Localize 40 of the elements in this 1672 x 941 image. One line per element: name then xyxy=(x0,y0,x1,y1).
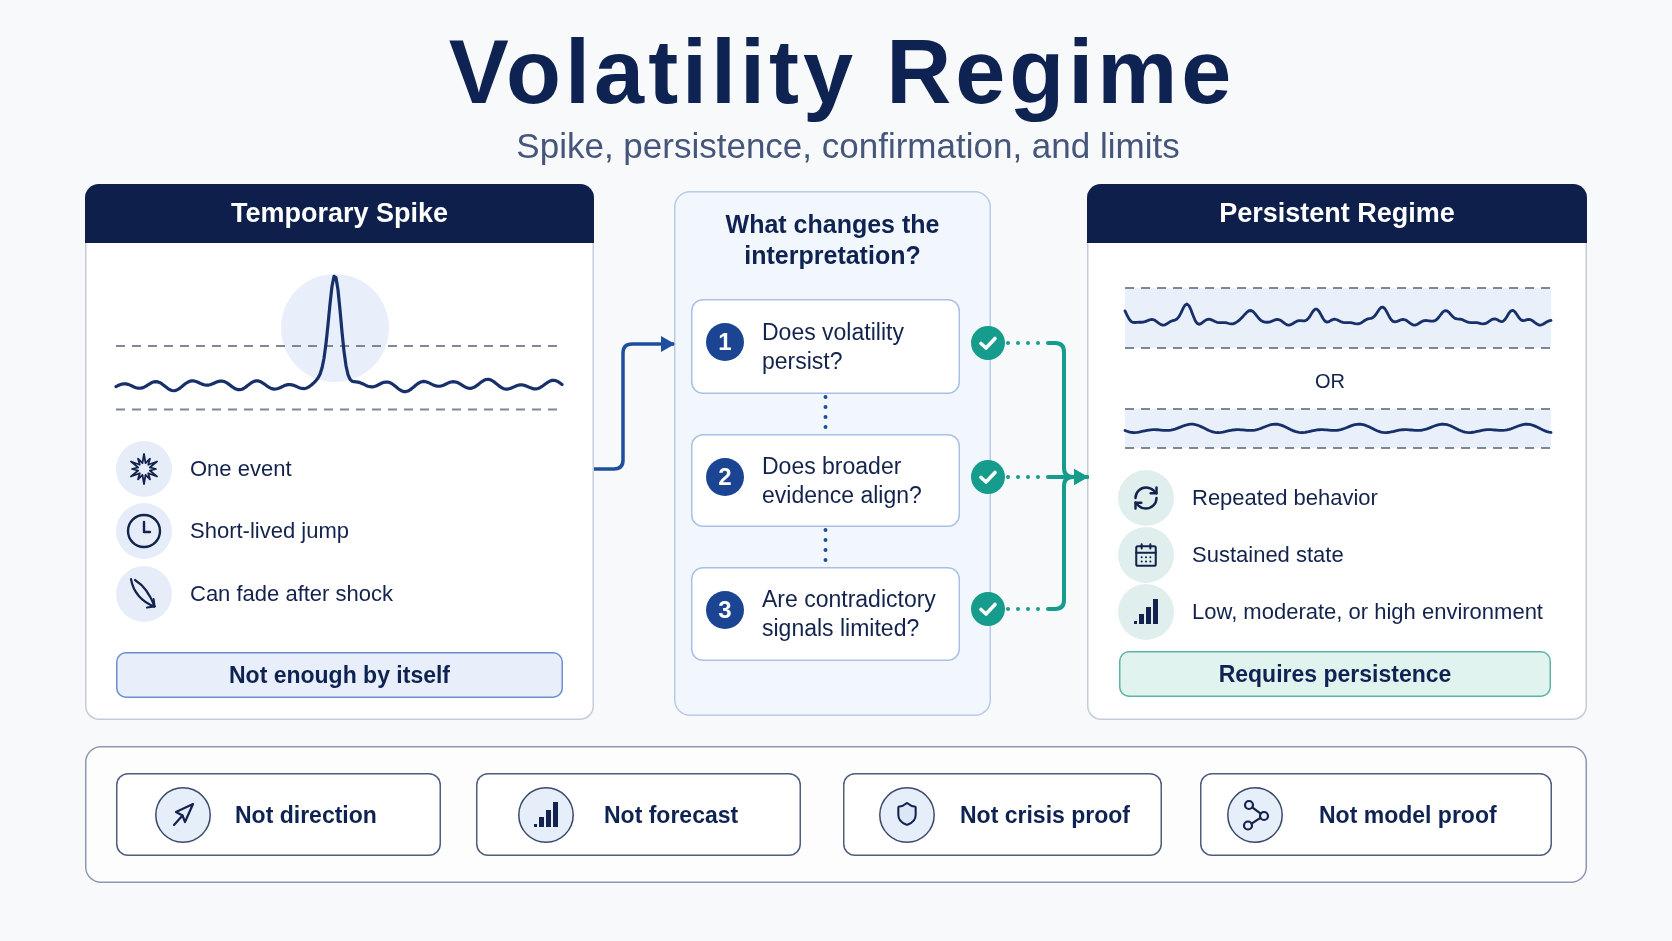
check-icon xyxy=(971,592,1005,626)
step-number: 3 xyxy=(706,591,744,629)
step-number: 1 xyxy=(706,323,744,361)
verdict-banner: Requires persistence xyxy=(1119,651,1551,697)
limit-label: Not crisis proof xyxy=(960,801,1130,828)
question-text: Does volatility persist? xyxy=(762,317,905,376)
check-icon xyxy=(971,460,1005,494)
list-text: One event xyxy=(190,456,292,482)
separator-text: OR xyxy=(1315,369,1345,393)
limit-label: Not direction xyxy=(235,801,377,828)
step-number: 2 xyxy=(706,458,744,496)
limit-label: Not forecast xyxy=(604,801,739,828)
limit-label: Not model proof xyxy=(1319,801,1497,828)
limit-card xyxy=(116,773,441,856)
list-text: Can fade after shock xyxy=(190,581,393,607)
page-title: Volatility Regime xyxy=(448,21,1236,124)
limit-card xyxy=(1200,773,1552,856)
panel-header: Persistent Regime xyxy=(1087,184,1587,243)
check-icon xyxy=(971,326,1005,360)
subtitle: Spike, persistence, confirmation, and limits xyxy=(516,125,1180,167)
question-box xyxy=(691,434,960,527)
list-text: Sustained state xyxy=(1192,542,1344,568)
list-text: Short-lived jump xyxy=(190,518,349,544)
panel-header: Temporary Spike xyxy=(85,184,594,243)
info-panel xyxy=(1087,184,1587,720)
arrow xyxy=(594,336,675,471)
question-text: Are contradictory signals limited? xyxy=(762,585,937,643)
limit-card xyxy=(476,773,801,856)
question-box xyxy=(691,567,960,661)
limit-card xyxy=(843,773,1162,856)
dotted-arrow xyxy=(1006,469,1089,611)
list-text: Low, moderate, or high environment xyxy=(1192,599,1543,625)
info-panel xyxy=(85,184,594,720)
limits-panel xyxy=(85,746,1587,883)
panel-heading: What changes the interpretation? xyxy=(724,209,941,271)
question-box xyxy=(691,299,960,394)
question-text: Does broader evidence align? xyxy=(762,451,923,510)
list-text: Repeated behavior xyxy=(1192,485,1378,511)
verdict-banner: Not enough by itself xyxy=(116,652,563,698)
question-panel xyxy=(674,191,991,716)
